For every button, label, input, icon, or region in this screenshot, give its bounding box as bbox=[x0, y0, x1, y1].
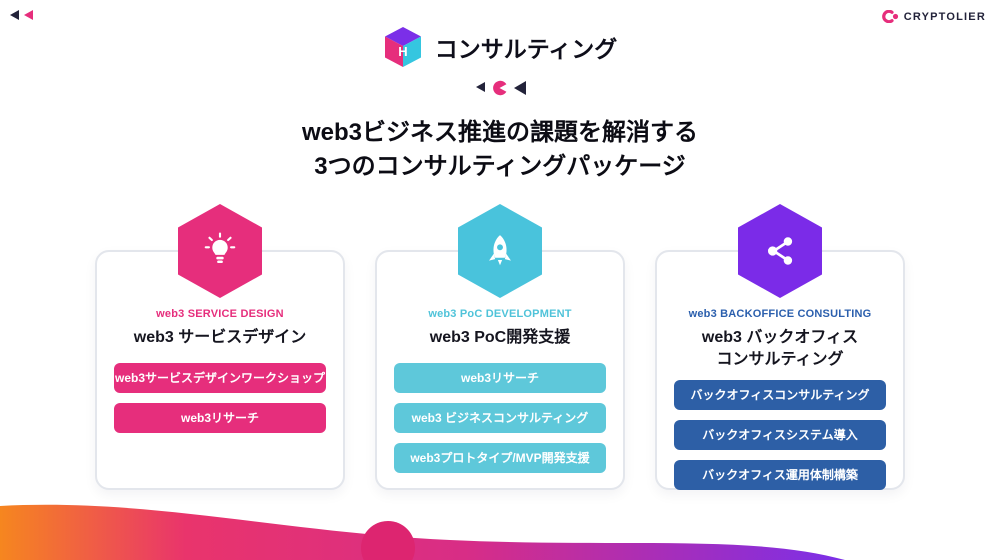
cryptolier-logo-icon bbox=[881, 10, 898, 23]
decoration-row bbox=[0, 80, 1000, 96]
card-title: web3 サービスデザイン bbox=[133, 329, 307, 346]
package-button[interactable]: web3リサーチ bbox=[114, 402, 326, 433]
svg-text:H: H bbox=[398, 44, 407, 59]
card-category-label: web3 SERVICE DESIGN bbox=[156, 308, 284, 320]
package-button-list: web3サービスデザインワークショップ web3リサーチ bbox=[97, 362, 343, 433]
brand-logo[interactable]: CRYPTOLIER bbox=[881, 10, 986, 23]
card-backoffice-consulting: web3 BACKOFFICE CONSULTING web3 バックオフィス … bbox=[655, 204, 905, 491]
pink-circle-decoration bbox=[361, 521, 415, 560]
heading-line-2: 3つのコンサルティングパッケージ bbox=[314, 152, 686, 180]
package-button[interactable]: web3サービスデザインワークショップ bbox=[114, 362, 326, 393]
card-category-label: web3 BACKOFFICE CONSULTING bbox=[688, 308, 872, 320]
package-button[interactable]: バックオフィスコンサルティング bbox=[674, 380, 886, 411]
card-title: web3 バックオフィス コンサルティング bbox=[701, 329, 859, 368]
card-service-design: web3 SERVICE DESIGN web3 サービスデザイン web3サー… bbox=[95, 204, 345, 490]
package-button[interactable]: バックオフィス運用体制構築 bbox=[674, 460, 886, 491]
brand-label: CRYPTOLIER bbox=[903, 10, 986, 23]
card-poc-development: web3 PoC DEVELOPMENT web3 PoC開発支援 web3リサ… bbox=[375, 204, 625, 490]
package-button[interactable]: web3リサーチ bbox=[394, 362, 606, 393]
cube-logo-icon: H bbox=[384, 27, 421, 67]
package-button-list: web3リサーチ web3 ビジネスコンサルティング web3プロトタイプ/MV… bbox=[377, 362, 623, 473]
package-button[interactable]: web3プロトタイプ/MVP開発支援 bbox=[394, 442, 606, 473]
lightbulb-icon bbox=[178, 204, 262, 298]
triangles-pacman-icon bbox=[476, 80, 526, 96]
header: H コンサルティング bbox=[0, 26, 1000, 96]
rocket-icon bbox=[458, 204, 542, 298]
package-button[interactable]: バックオフィスシステム導入 bbox=[674, 420, 886, 451]
heading-line-1: web3ビジネス推進の課題を解消する bbox=[301, 118, 699, 146]
share-nodes-icon bbox=[738, 204, 822, 298]
card-title: web3 PoC開発支援 bbox=[429, 329, 571, 346]
page-heading: web3ビジネス推進の課題を解消する 3つのコンサルティングパッケージ bbox=[0, 116, 1000, 183]
bottom-gradient-wave bbox=[0, 504, 845, 560]
section-title: コンサルティング bbox=[434, 36, 618, 62]
card-category-label: web3 PoC DEVELOPMENT bbox=[428, 308, 572, 320]
package-cards: web3 SERVICE DESIGN web3 サービスデザイン web3サー… bbox=[0, 204, 1000, 491]
package-button[interactable]: web3 ビジネスコンサルティング bbox=[394, 402, 606, 433]
package-button-list: バックオフィスコンサルティング バックオフィスシステム導入 バックオフィス運用体… bbox=[657, 380, 903, 491]
corner-triangles-icon bbox=[10, 10, 33, 20]
